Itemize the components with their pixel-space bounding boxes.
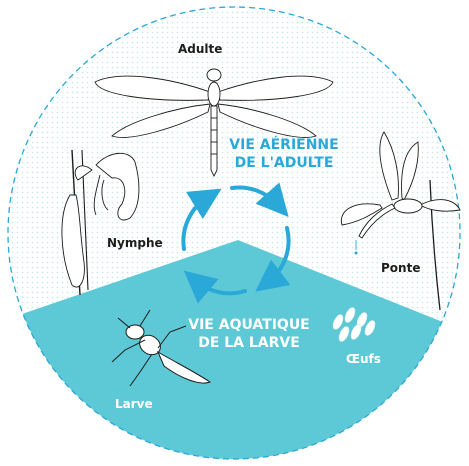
phase-aquatic-line1: VIE AQUATIQUE — [184, 316, 314, 334]
label-oeufs: Œufs — [346, 352, 381, 366]
phase-aquatic: VIE AQUATIQUE DE LA LARVE — [184, 316, 314, 352]
label-larve: Larve — [115, 397, 153, 411]
phase-aquatic-line2: DE LA LARVE — [184, 334, 314, 352]
phase-aerial-line2: DE L'ADULTE — [224, 154, 344, 172]
label-nymphe: Nymphe — [107, 236, 163, 250]
phase-aerial: VIE AÉRIENNE DE L'ADULTE — [224, 136, 344, 172]
phase-aerial-line1: VIE AÉRIENNE — [224, 136, 344, 154]
label-ponte: Ponte — [381, 261, 420, 275]
label-adulte: Adulte — [178, 42, 222, 56]
